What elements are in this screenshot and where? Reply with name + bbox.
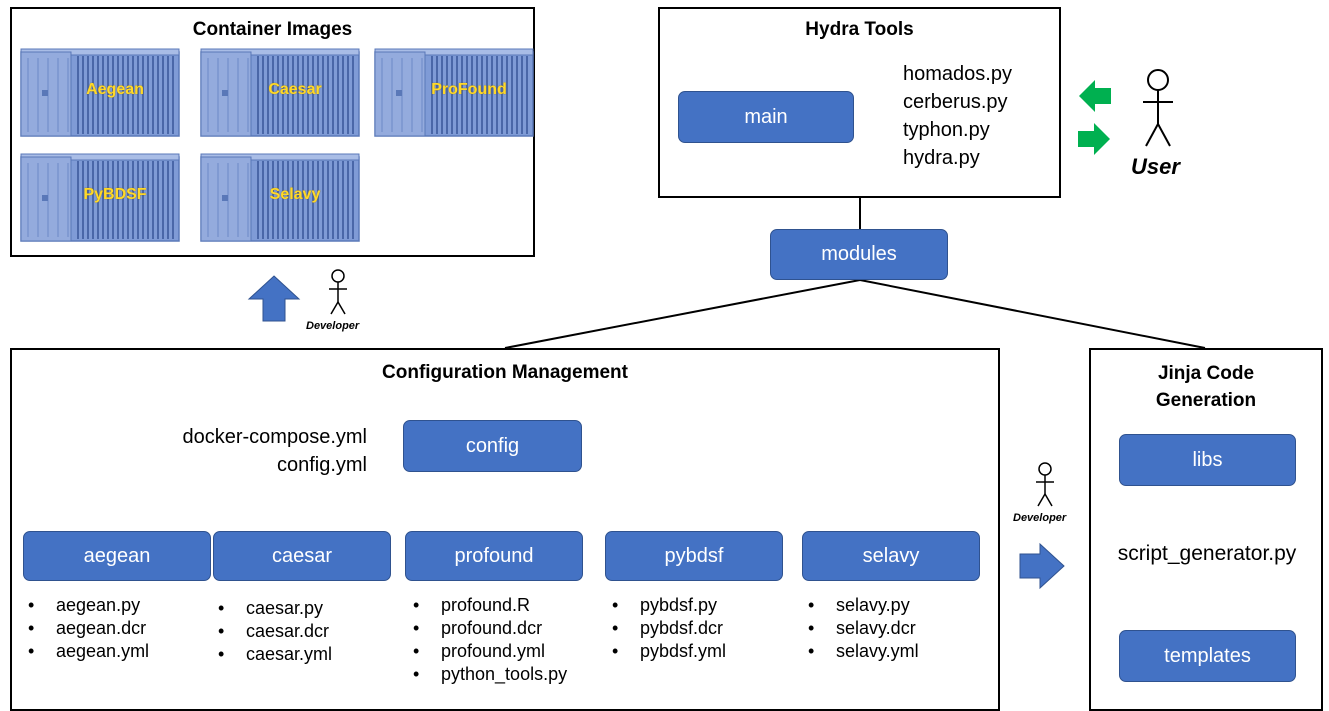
config-file-docker-compose: docker-compose.yml bbox=[182, 426, 367, 448]
container-label: PyBDSF bbox=[83, 186, 147, 203]
file-item: pybdsf.dcr bbox=[612, 617, 726, 640]
file-item: caesar.dcr bbox=[218, 620, 332, 643]
script-homados: homados.py bbox=[903, 63, 1012, 85]
config-file-config-yml: config.yml bbox=[276, 454, 367, 476]
file-item: python_tools.py bbox=[413, 663, 567, 686]
file-item: aegean.dcr bbox=[28, 617, 149, 640]
file-list-aegean: aegean.pyaegean.dcraegean.yml bbox=[28, 594, 149, 663]
developer-label-right: Developer bbox=[1013, 512, 1067, 524]
container-label: Aegean bbox=[86, 81, 144, 98]
container-images-title: Container Images bbox=[192, 19, 353, 40]
tool-box-selavy: selavy bbox=[802, 531, 980, 581]
container-label: Caesar bbox=[268, 81, 322, 98]
user-label: User bbox=[1131, 154, 1180, 179]
tool-box-profound: profound bbox=[405, 531, 583, 581]
green-arrow-right bbox=[1078, 123, 1110, 155]
developer-label-top: Developer bbox=[306, 320, 360, 332]
file-item: profound.yml bbox=[413, 640, 567, 663]
file-item: caesar.py bbox=[218, 597, 332, 620]
container-icon bbox=[20, 153, 180, 242]
file-list-profound: profound.Rprofound.dcrprofound.ymlpython… bbox=[413, 594, 567, 686]
container-profound: ProFound bbox=[374, 48, 534, 138]
container-label: ProFound bbox=[431, 81, 507, 98]
container-selavy: Selavy bbox=[200, 153, 360, 243]
file-list-caesar: caesar.pycaesar.dcrcaesar.yml bbox=[218, 597, 332, 666]
file-list-selavy: selavy.pyselavy.dcrselavy.yml bbox=[808, 594, 919, 663]
container-caesar: Caesar bbox=[200, 48, 360, 138]
config-management-title: Configuration Management bbox=[382, 362, 628, 383]
hydra-scripts-list: homados.py cerberus.py typhon.py hydra.p… bbox=[903, 60, 1012, 172]
green-arrow-left bbox=[1079, 80, 1111, 112]
script-cerberus: cerberus.py bbox=[903, 91, 1008, 113]
container-label: Selavy bbox=[269, 186, 321, 203]
blue-arrow-right-jinja bbox=[1019, 542, 1065, 590]
script-typhon: typhon.py bbox=[903, 119, 990, 141]
container-aegean: Aegean bbox=[20, 48, 180, 138]
file-item: profound.R bbox=[413, 594, 567, 617]
developer-stick-figure-top bbox=[329, 269, 347, 315]
container-icon bbox=[200, 48, 360, 137]
blue-arrow-up-containers bbox=[247, 275, 301, 322]
file-item: profound.dcr bbox=[413, 617, 567, 640]
connector-modules-config bbox=[504, 279, 861, 349]
templates-box: templates bbox=[1119, 630, 1296, 682]
tool-box-aegean: aegean bbox=[23, 531, 211, 581]
file-item: pybdsf.py bbox=[612, 594, 726, 617]
container-icon bbox=[200, 153, 360, 242]
modules-box: modules bbox=[770, 229, 948, 280]
file-item: pybdsf.yml bbox=[612, 640, 726, 663]
libs-box: libs bbox=[1119, 434, 1296, 486]
jinja-title-line2: Generation bbox=[1155, 390, 1257, 411]
file-item: aegean.yml bbox=[28, 640, 149, 663]
main-box: main bbox=[678, 91, 854, 143]
config-box: config bbox=[403, 420, 582, 472]
script-generator-label: script_generator.py bbox=[1117, 542, 1297, 565]
tool-box-caesar: caesar bbox=[213, 531, 391, 581]
file-item: selavy.py bbox=[808, 594, 919, 617]
connector-modules-jinja bbox=[859, 279, 1206, 349]
config-files-list: docker-compose.yml config.yml bbox=[135, 423, 367, 479]
jinja-title: Jinja Code Generation bbox=[1091, 360, 1321, 414]
script-hydra: hydra.py bbox=[903, 147, 980, 169]
jinja-title-line1: Jinja Code bbox=[1157, 363, 1255, 384]
file-item: caesar.yml bbox=[218, 643, 332, 666]
tool-box-pybdsf: pybdsf bbox=[605, 531, 783, 581]
container-pybdsf: PyBDSF bbox=[20, 153, 180, 243]
file-item: selavy.yml bbox=[808, 640, 919, 663]
container-icon bbox=[20, 48, 180, 137]
container-icon bbox=[374, 48, 534, 137]
file-item: selavy.dcr bbox=[808, 617, 919, 640]
user-stick-figure bbox=[1143, 69, 1173, 147]
file-item: aegean.py bbox=[28, 594, 149, 617]
developer-stick-figure-right bbox=[1036, 462, 1054, 507]
hydra-tools-title: Hydra Tools bbox=[805, 19, 914, 40]
